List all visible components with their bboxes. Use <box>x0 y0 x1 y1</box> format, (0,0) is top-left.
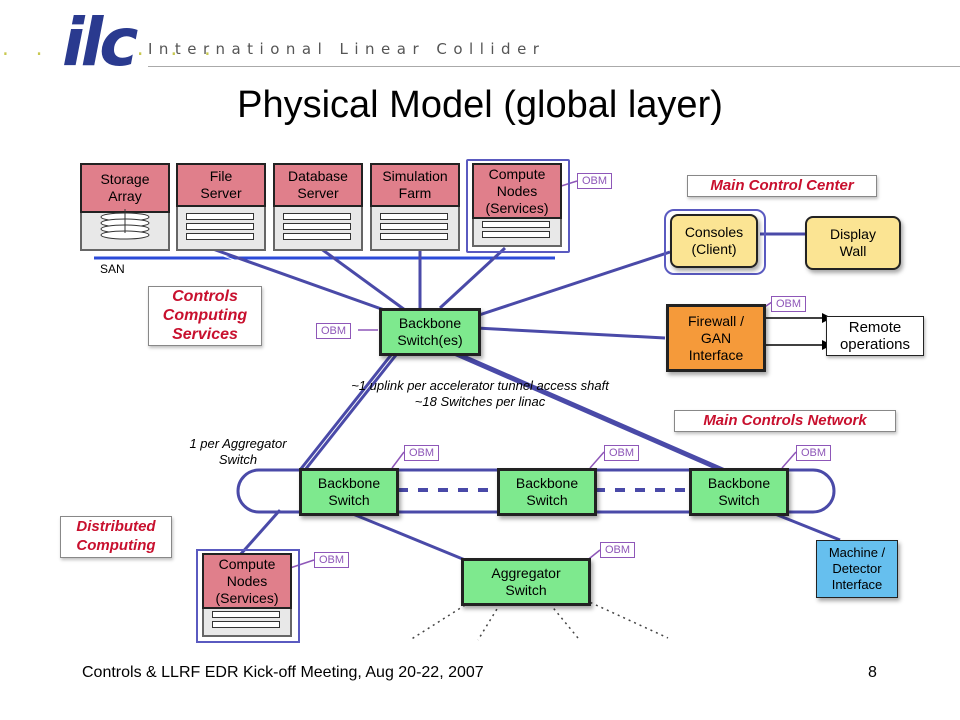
rack-unit <box>212 621 280 628</box>
machine-detector-interface: Machine / Detector Interface <box>816 540 898 598</box>
page-number: 8 <box>868 664 877 681</box>
rack-unit <box>380 213 448 220</box>
database-server: Database Server <box>273 163 363 251</box>
obm-badge-firewall: OBM <box>771 296 807 312</box>
obm-badge-aggregator: OBM <box>600 542 636 558</box>
distributed-compute-outline <box>196 549 300 643</box>
compute-nodes-central: Compute Nodes (Services) <box>472 163 562 247</box>
rack-unit <box>380 233 448 240</box>
consoles-box: Consoles (Client) <box>670 214 758 268</box>
file-server-label: File Server <box>176 163 266 207</box>
rack-unit <box>283 233 351 240</box>
backbone-switch-left: Backbone Switch <box>299 468 399 516</box>
aggregator-switch: Aggregator Switch <box>461 558 591 606</box>
aggregator-fanout <box>409 599 669 641</box>
storage-array-label: Storage Array <box>80 163 170 213</box>
consoles-outline <box>664 209 766 275</box>
uplink-note: ~1 uplink per accelerator tunnel access … <box>351 378 609 409</box>
backbone-switch-middle: Backbone Switch <box>497 468 597 516</box>
page-title: Physical Model (global layer) <box>237 84 723 126</box>
logo-dots: · · · · · · · <box>0 44 219 65</box>
remote-operations: Remote operations <box>826 316 924 356</box>
rack-unit <box>482 221 550 228</box>
rack-unit <box>186 233 254 240</box>
server-links <box>199 232 841 564</box>
obm-badge-backbone-right: OBM <box>796 445 832 461</box>
backbone-switch-right: Backbone Switch <box>689 468 789 516</box>
simulation-farm: Simulation Farm <box>370 163 460 251</box>
compute-nodes-outline <box>466 159 570 253</box>
rack-unit <box>482 231 550 238</box>
main-controls-network-label: Main Controls Network <box>674 410 896 432</box>
main-control-center-label: Main Control Center <box>687 175 877 197</box>
obm-badge-backbone-left: OBM <box>404 445 440 461</box>
rack-unit <box>283 213 351 220</box>
footer-meeting: Controls & LLRF EDR Kick-off Meeting, Au… <box>82 664 484 681</box>
obm-badge-backbone-middle: OBM <box>604 445 640 461</box>
san-label: SAN <box>100 262 125 276</box>
rack-unit <box>212 611 280 618</box>
distributed-computing-label: Distributed Computing <box>60 516 172 558</box>
ilc-logo: ilc <box>62 4 138 81</box>
controls-computing-services-label: Controls Computing Services <box>148 286 262 346</box>
header-subtitle: International Linear Collider <box>148 40 546 58</box>
disk-stack-icon <box>100 209 150 240</box>
header-rule <box>148 66 960 67</box>
backbone-switches-central: Backbone Switch(es) <box>379 308 481 356</box>
rack-unit <box>380 223 448 230</box>
rack-unit <box>186 223 254 230</box>
compute-nodes-label: Compute Nodes (Services) <box>472 163 562 219</box>
storage-array-server: Storage Array <box>80 163 170 251</box>
database-server-label: Database Server <box>273 163 363 207</box>
obm-connectors <box>289 180 797 569</box>
simulation-farm-label: Simulation Farm <box>370 163 460 207</box>
obm-badge-compute: OBM <box>577 173 613 189</box>
file-server: File Server <box>176 163 266 251</box>
compute-nodes-distributed: Compute Nodes (Services) <box>202 553 292 637</box>
compute-nodes-distributed-label: Compute Nodes (Services) <box>202 553 292 609</box>
rack-unit <box>186 213 254 220</box>
rack-unit <box>283 223 351 230</box>
firewall-gan-interface: Firewall / GAN Interface <box>666 304 766 372</box>
display-wall-box: Display Wall <box>805 216 901 270</box>
aggregator-note: 1 per Aggregator Switch <box>189 436 287 467</box>
obm-badge-distributed: OBM <box>314 552 350 568</box>
obm-badge-backbone-central: OBM <box>316 323 352 339</box>
